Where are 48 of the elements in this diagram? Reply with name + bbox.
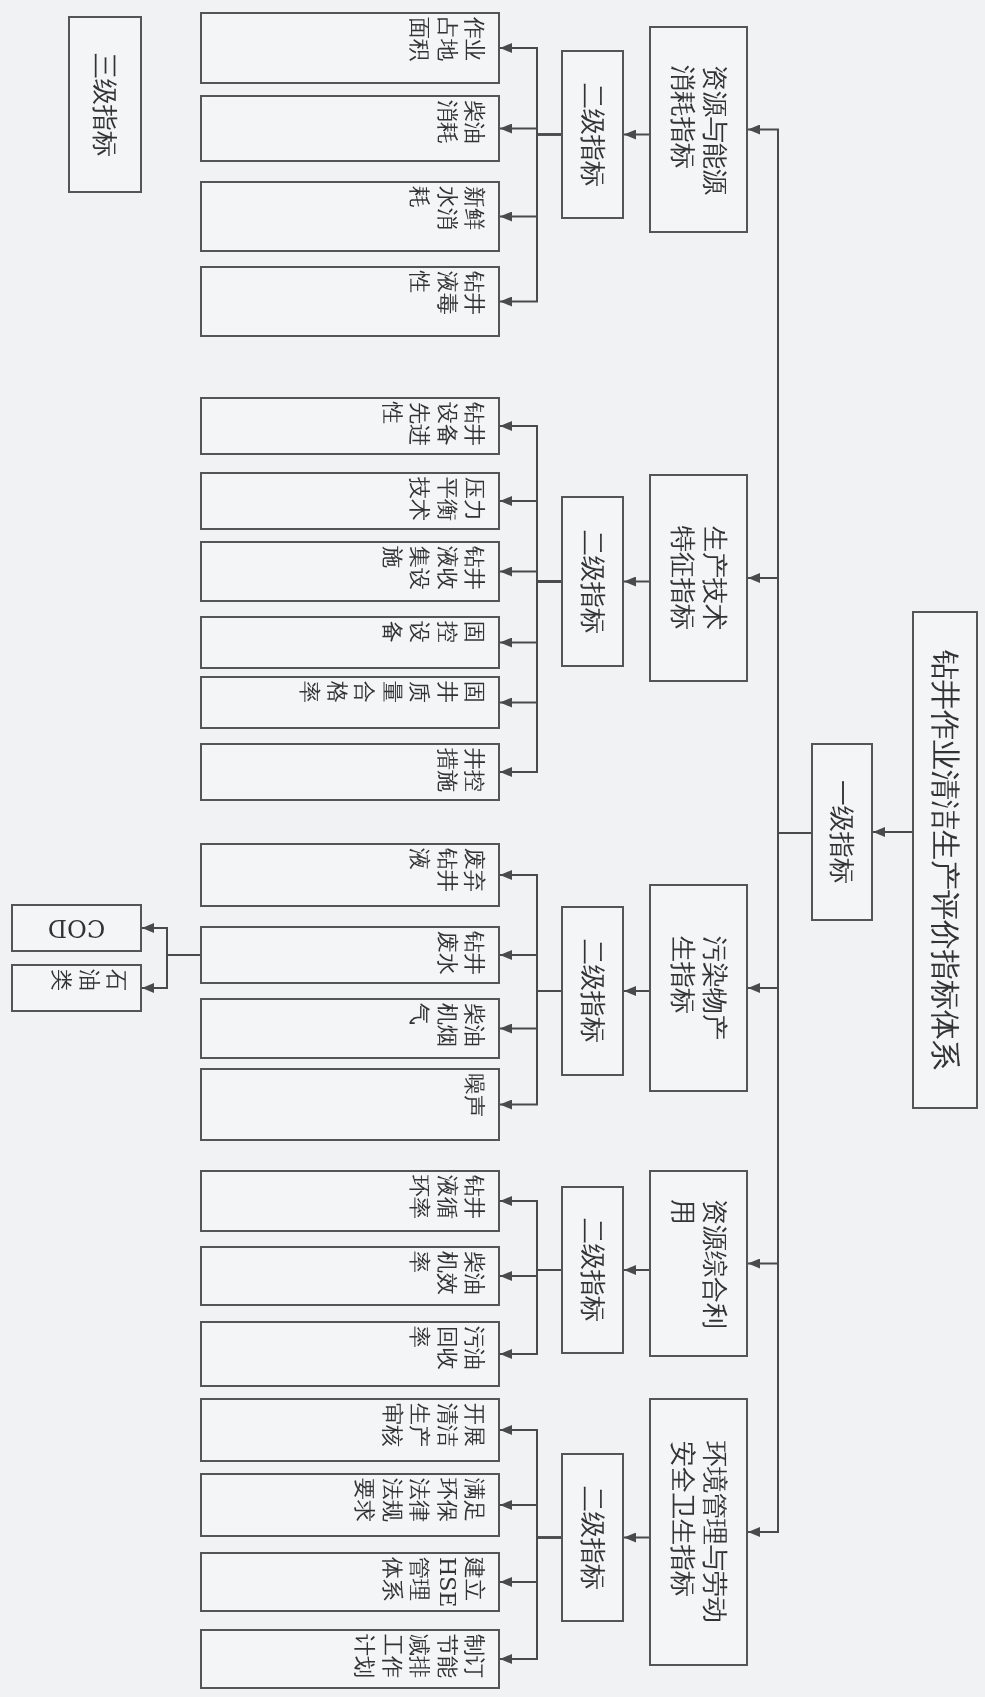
indicator-box: 噪声 [200,1068,500,1141]
arrow [623,986,650,996]
indicator-box: 二级指标 [561,50,624,219]
arrow [499,990,562,1110]
indicator-box: 固控设备 [200,616,500,669]
arrow [499,1536,562,1664]
indicator-box: 固井质量合格率 [200,676,500,729]
title-box: 钻井作业清洁生产评价指标体系 [912,611,978,1109]
indicator-box: 钻井液收集设施 [200,541,500,602]
indicator-box: 石油类 [11,964,142,1012]
indicator-box: 废弃钻井液 [200,843,500,907]
indicator-box: 一级指标 [811,743,873,921]
arrow [623,1532,650,1543]
indicator-box: 柴油机效率 [200,1246,500,1306]
indicator-box: 二级指标 [561,496,624,667]
indicator-box: 三级指标 [68,16,142,193]
indicator-box: 建立HSE管理体系 [200,1552,500,1612]
indicator-box: 压力平衡技术 [200,472,500,530]
indicator-box: 污油回收率 [200,1321,500,1387]
indicator-box: 钻井废水 [200,926,500,984]
arrow [623,576,650,587]
indicator-box: 资源与能源消耗指标 [649,26,748,233]
indicator-box: 生产技术特征指标 [649,474,748,682]
indicator-box: COD [11,904,142,952]
indicator-box: 二级指标 [561,906,624,1076]
arrow [141,954,201,993]
indicator-box: 开展清洁生产审核 [200,1398,500,1462]
arrow [499,580,562,777]
indicator-box: 二级指标 [561,1186,624,1354]
indicator-box: 钻井液毒性 [200,266,500,337]
indicator-box: 柴油机烟气 [200,998,500,1059]
arrow [872,827,913,837]
indicator-box: 作业占地面积 [200,12,500,84]
indicator-box: 制订节能减排工作计划 [200,1629,500,1689]
arrow [623,129,650,140]
indicator-box: 环境管理与劳动安全卫生指标 [649,1398,748,1666]
arrow [499,1269,562,1359]
arrow [623,1265,650,1275]
arrow [499,133,562,307]
indicator-box: 新鲜水消耗 [200,181,500,252]
indicator-box: 柴油消耗 [200,95,500,162]
indicator-box: 钻井液循环率 [200,1170,500,1232]
indicator-box: 井控措施 [200,743,500,801]
indicator-box: 污染物产生指标 [649,884,748,1092]
indicator-box: 资源综合利用 [649,1170,748,1357]
indicator-box: 二级指标 [561,1453,624,1622]
indicator-box: 钻井设备先进性 [200,397,500,455]
indicator-box: 满足环保法律法规要求 [200,1473,500,1537]
